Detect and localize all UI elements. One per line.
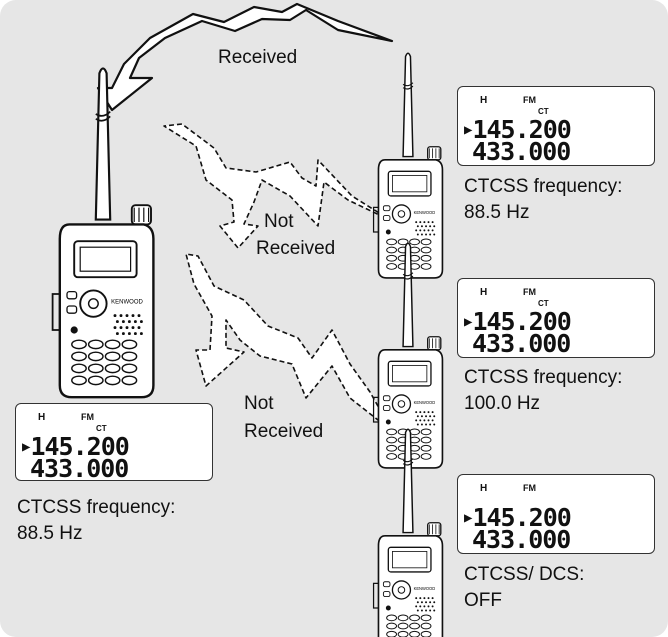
main-radio-caption-line2: 88.5 Hz bbox=[17, 523, 83, 544]
radio-2-lcd: H FM CT ▶145.200 433.000 bbox=[457, 278, 655, 358]
radio-3-caption-line1: CTCSS/ DCS: bbox=[464, 564, 585, 585]
received-arrow-icon bbox=[96, 2, 394, 112]
lcd-ct-indicator: CT bbox=[538, 299, 549, 308]
lcd-fm-indicator: FM bbox=[523, 483, 536, 493]
lcd-frequency-b: 433.000 bbox=[30, 454, 129, 483]
lcd-ct-indicator: CT bbox=[538, 107, 549, 116]
lcd-frequency-b: 433.000 bbox=[472, 137, 571, 166]
lcd-frequency-a: ▶145.200 bbox=[464, 307, 572, 336]
lcd-frequency-a: ▶145.200 bbox=[464, 503, 572, 532]
lcd-frequency-b: 433.000 bbox=[472, 329, 571, 358]
lcd-fm-indicator: FM bbox=[523, 95, 536, 105]
not-received-label-1-line1: Not bbox=[264, 211, 294, 232]
radio-3-caption-line2: OFF bbox=[464, 590, 502, 611]
radio-2-caption-line1: CTCSS frequency: bbox=[464, 367, 623, 388]
main-radio-caption-line1: CTCSS frequency: bbox=[17, 497, 176, 518]
lcd-cursor-icon: ▶ bbox=[22, 439, 31, 455]
lcd-frequency-a: ▶145.200 bbox=[22, 432, 130, 461]
radio-1-caption-line1: CTCSS frequency: bbox=[464, 176, 623, 197]
lcd-cursor-icon: ▶ bbox=[464, 122, 473, 138]
not-received-arrow-icon-1 bbox=[163, 123, 393, 249]
lcd-fm-indicator: FM bbox=[523, 287, 536, 297]
radio-2-caption-line2: 100.0 Hz bbox=[464, 393, 541, 414]
lcd-ct-indicator: CT bbox=[96, 424, 107, 433]
radio-1-caption-line2: 88.5 Hz bbox=[464, 202, 530, 223]
lcd-cursor-icon: ▶ bbox=[464, 314, 473, 330]
lcd-frequency-a: ▶145.200 bbox=[464, 115, 572, 144]
lcd-high-power-indicator: H bbox=[480, 287, 488, 298]
lcd-high-power-indicator: H bbox=[480, 483, 488, 494]
lcd-high-power-indicator: H bbox=[38, 412, 46, 423]
main-radio-lcd: H FM CT ▶145.200 433.000 bbox=[15, 403, 213, 481]
not-received-label-1-line2: Received bbox=[256, 238, 336, 259]
lcd-fm-indicator: FM bbox=[81, 412, 94, 422]
lcd-frequency-b: 433.000 bbox=[472, 525, 571, 554]
received-label: Received bbox=[218, 47, 298, 68]
not-received-label-2-line1: Not bbox=[244, 393, 274, 414]
not-received-arrow-icon-2 bbox=[185, 253, 393, 432]
handheld-radio-icon-main bbox=[51, 67, 155, 399]
lcd-cursor-icon: ▶ bbox=[464, 510, 473, 526]
lcd-high-power-indicator: H bbox=[480, 95, 488, 106]
radio-1-lcd: H FM CT ▶145.200 433.000 bbox=[457, 86, 655, 166]
not-received-label-2-line2: Received bbox=[244, 421, 324, 442]
radio-3-lcd: H FM ▶145.200 433.000 bbox=[457, 474, 655, 554]
